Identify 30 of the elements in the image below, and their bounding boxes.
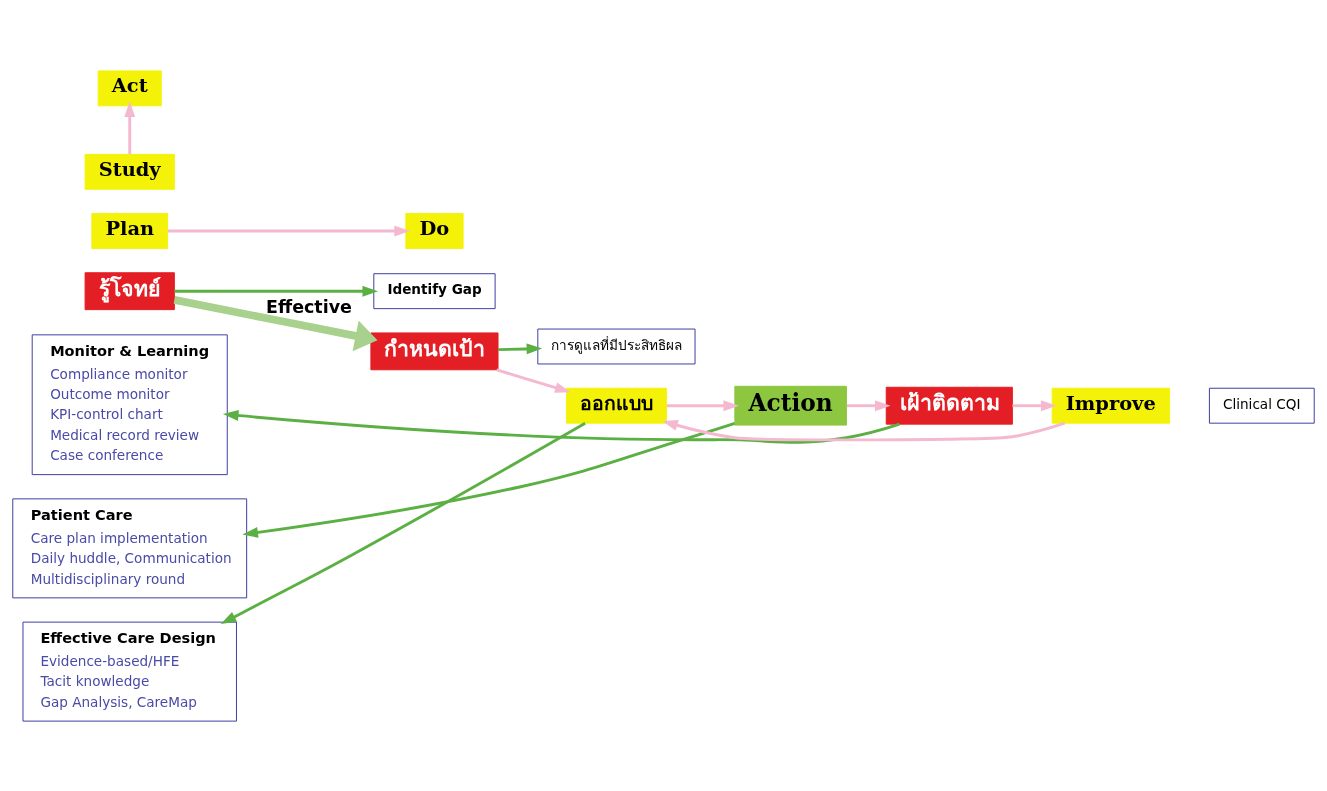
node-box: Act [97, 69, 162, 106]
node-box: ออกแบบ [565, 387, 667, 424]
arrow [666, 399, 739, 411]
arrow [662, 419, 1066, 441]
node-box: เฝ้าติดตาม [885, 386, 1013, 425]
arrow [222, 409, 900, 444]
arrow [174, 285, 379, 297]
arrow [498, 342, 543, 354]
node-box: Action [734, 385, 847, 426]
arrow [1012, 399, 1057, 411]
node-box: Clinical CQI [1208, 387, 1315, 424]
node-box: Improve [1051, 387, 1171, 424]
arrow [173, 295, 378, 351]
arrow [124, 100, 136, 154]
node-box: Patient Care Care plan implementation Daily huddle, Communication Multidisciplinary round [12, 497, 248, 598]
arrow [220, 421, 586, 624]
node-box: Study [84, 153, 175, 190]
node-box: Monitor & Learning Compliance monitor Outcome monitor KPI-control chart Medical record review Case conference [31, 333, 228, 475]
arrow [167, 225, 410, 236]
arrow [496, 367, 571, 393]
node-box: Do [405, 212, 464, 249]
arrow [242, 421, 736, 538]
node-box: Identify Gap [373, 272, 496, 309]
node-box: การดูแลที่มีประสิทธิผล [537, 328, 696, 364]
node-box: รู้โจทย์ [84, 271, 175, 310]
arrow [846, 399, 891, 411]
node-box: กำหนดเป้า [370, 331, 499, 370]
edge-label: Effective [266, 296, 352, 317]
node-box: Plan [91, 212, 169, 249]
node-box: Effective Care Design Evidence-based/HFE Tacit knowledge Gap Analysis, CareMap [22, 621, 237, 722]
